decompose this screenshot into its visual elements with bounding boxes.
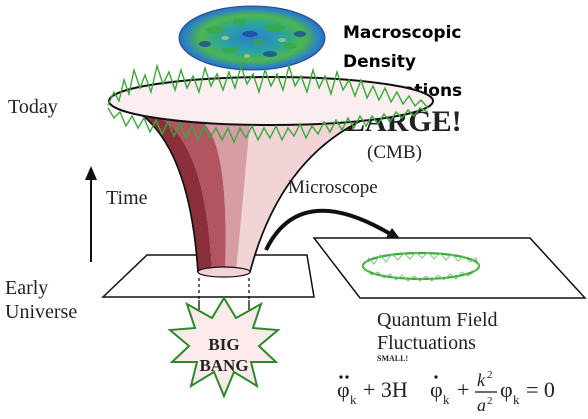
density-label: Density xyxy=(343,52,416,72)
quantum-field-label: Quantum Field xyxy=(377,309,498,331)
svg-text:k: k xyxy=(443,392,450,407)
svg-text:k: k xyxy=(350,392,357,407)
time-arrow xyxy=(85,166,97,262)
microscope-label: Microscope xyxy=(288,177,378,198)
bang-label: BANG xyxy=(199,356,248,375)
equation-equals-zero: = 0 xyxy=(526,377,555,402)
quantum-fluctuation-wave xyxy=(361,251,481,282)
svg-text:k: k xyxy=(477,370,486,390)
cmb-label: (CMB) xyxy=(367,142,422,163)
big-bang-starburst xyxy=(167,296,281,399)
equation-term-phi-dot: φ k xyxy=(430,375,450,407)
today-label: Today xyxy=(8,96,58,118)
svg-text:a: a xyxy=(477,395,486,415)
big-label: BIG xyxy=(208,335,239,354)
fluctuations-lower-label: Fluctuations xyxy=(377,332,476,354)
equation-fraction: k 2 a 2 xyxy=(475,369,497,415)
macroscopic-label: Macroscopic xyxy=(343,23,461,43)
equation-term-phi: φ k xyxy=(500,377,520,407)
svg-text:k: k xyxy=(513,392,520,407)
svg-text:φ: φ xyxy=(430,377,443,402)
svg-text:2: 2 xyxy=(487,395,493,407)
equation-term-phi-double-dot: φ k xyxy=(337,375,357,407)
quantum-field-plane xyxy=(312,237,587,299)
svg-text:φ: φ xyxy=(500,377,513,402)
universe-label: Universe xyxy=(5,301,77,323)
field-equation: φ k + 3H φ k + k 2 a 2 φ k = 0 xyxy=(337,369,555,415)
equation-3h-term: + 3H xyxy=(363,377,408,402)
equation-plus: + xyxy=(457,377,469,402)
small-label: SMALL! xyxy=(377,354,408,363)
svg-text:φ: φ xyxy=(337,377,350,402)
early-label: Early xyxy=(5,277,48,299)
svg-text:2: 2 xyxy=(487,369,493,381)
cmb-map-image xyxy=(178,5,326,71)
macroscopic-fluctuation-wave xyxy=(107,63,429,144)
time-label: Time xyxy=(106,187,148,209)
